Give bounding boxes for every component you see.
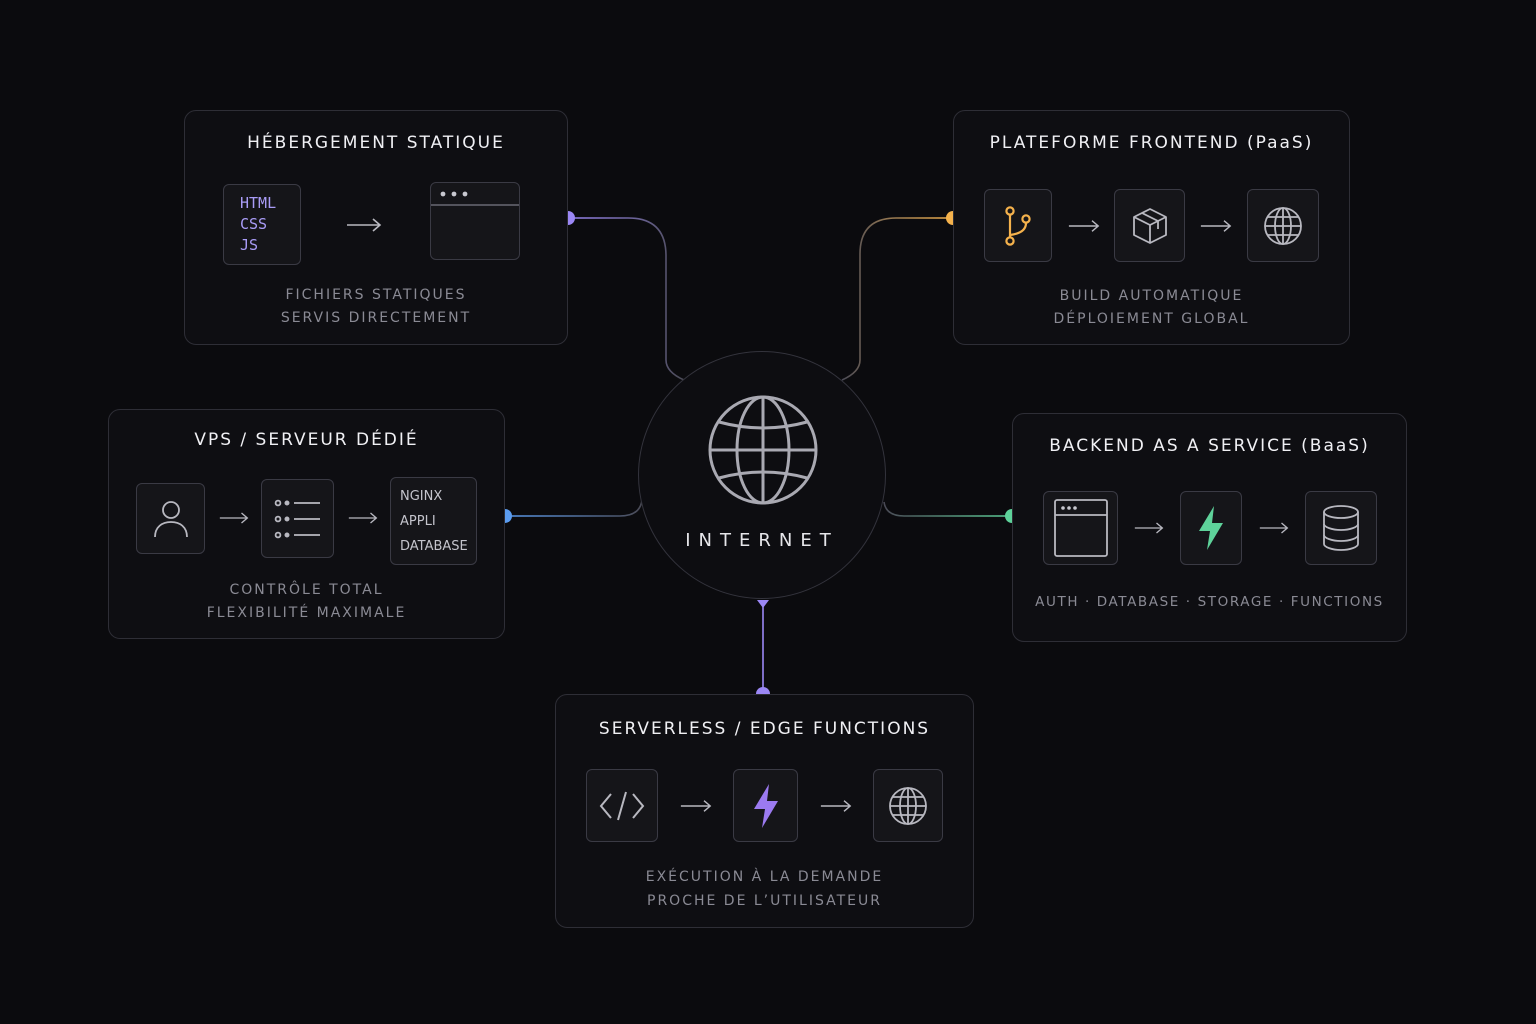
wire-serverless-arrowhead xyxy=(757,600,769,608)
arrow-right-icon xyxy=(820,800,852,812)
server-list-icon xyxy=(274,499,320,538)
static-hosting-subtitle: FICHIERS STATIQUES SERVIS DIRECTEMENT xyxy=(185,284,567,330)
vps-sub-line-1: CONTRÔLE TOTAL xyxy=(229,582,384,598)
wire-static xyxy=(568,217,685,381)
file-html: HTML xyxy=(240,194,277,212)
browser-window-icon xyxy=(1053,499,1108,557)
serverless-sub-line-2: PROCHE DE L’UTILISATEUR xyxy=(647,893,882,909)
code-icon xyxy=(599,791,645,820)
arrow-right-icon xyxy=(1134,522,1164,534)
user-icon xyxy=(153,500,188,537)
vps-subtitle: CONTRÔLE TOTAL FLEXIBILITÉ MAXIMALE xyxy=(109,579,504,625)
stack-nginx: NGINX xyxy=(400,488,443,504)
serverless-subtitle: EXÉCUTION À LA DEMANDE PROCHE DE L’UTILI… xyxy=(556,865,973,913)
vps-title: VPS / SERVEUR DÉDIÉ xyxy=(194,430,419,450)
file-css: CSS xyxy=(240,215,268,233)
arrow-right-icon xyxy=(347,218,382,232)
static-files-tile: HTML CSS JS xyxy=(223,184,301,265)
wire-vps xyxy=(505,499,643,517)
baas-database-tile xyxy=(1305,491,1377,565)
server-list-tile xyxy=(261,479,334,558)
git-branch-icon xyxy=(1005,205,1031,246)
globe-icon xyxy=(889,786,927,825)
stack-appli: APPLI xyxy=(400,513,436,529)
browser-window-tile xyxy=(430,182,520,260)
arrow-right-icon xyxy=(348,512,378,524)
user-tile xyxy=(136,483,205,554)
serverless-card: SERVERLESS / EDGE FUNCTIONS EXÉCUTION À … xyxy=(555,694,974,928)
serverless-globe-tile xyxy=(873,769,943,842)
globe-icon xyxy=(708,395,818,505)
frontend-paas-card: PLATEFORME FRONTEND (PaaS) BUILD AUTOMAT… xyxy=(953,110,1350,345)
paas-sub-line-2: DÉPLOIEMENT GLOBAL xyxy=(1053,311,1250,327)
code-tile xyxy=(586,769,658,842)
browser-window-icon xyxy=(431,191,519,206)
build-box-tile xyxy=(1114,189,1185,262)
global-tile xyxy=(1247,189,1319,262)
lightning-icon xyxy=(753,783,778,828)
arrow-right-icon xyxy=(680,800,712,812)
edge-function-tile xyxy=(733,769,798,842)
wire-paas xyxy=(841,217,953,381)
lightning-icon xyxy=(1199,506,1223,550)
arrow-right-icon xyxy=(219,512,249,524)
paas-sub-line-1: BUILD AUTOMATIQUE xyxy=(1059,288,1244,304)
wire-baas xyxy=(883,501,1012,517)
static-hosting-title: HÉBERGEMENT STATIQUE xyxy=(247,133,505,153)
arrow-right-icon xyxy=(1259,522,1289,534)
static-sub-line-1: FICHIERS STATIQUES xyxy=(285,287,467,303)
arrow-right-icon xyxy=(1200,220,1232,232)
file-js: JS xyxy=(240,236,259,254)
stack-tile: NGINX APPLI DATABASE xyxy=(390,477,477,565)
vps-sub-line-2: FLEXIBILITÉ MAXIMALE xyxy=(206,605,407,621)
static-hosting-card: HÉBERGEMENT STATIQUE HTML CSS JS FICHIER… xyxy=(184,110,568,345)
baas-browser-tile xyxy=(1043,491,1118,565)
internet-hub: INTERNET xyxy=(638,351,886,599)
database-icon xyxy=(1323,505,1359,551)
serverless-sub-line-1: EXÉCUTION À LA DEMANDE xyxy=(645,869,884,885)
static-sub-line-2: SERVIS DIRECTEMENT xyxy=(280,310,472,326)
internet-label: INTERNET xyxy=(685,530,839,551)
baas-card: BACKEND AS A SERVICE (BaaS) AUTH · DATAB… xyxy=(1012,413,1407,642)
baas-subtitle: AUTH · DATABASE · STORAGE · FUNCTIONS xyxy=(1035,594,1384,610)
baas-title: BACKEND AS A SERVICE (BaaS) xyxy=(1049,436,1370,456)
vps-card: VPS / SERVEUR DÉDIÉ NGINX APPLI DATABASE… xyxy=(108,409,505,639)
frontend-paas-title: PLATEFORME FRONTEND (PaaS) xyxy=(989,133,1314,153)
frontend-paas-subtitle: BUILD AUTOMATIQUE DÉPLOIEMENT GLOBAL xyxy=(954,285,1349,331)
stack-database: DATABASE xyxy=(400,538,468,554)
cube-icon xyxy=(1132,207,1167,244)
baas-functions-tile xyxy=(1180,491,1242,565)
git-branch-tile xyxy=(984,189,1052,262)
serverless-title: SERVERLESS / EDGE FUNCTIONS xyxy=(598,719,931,739)
globe-icon xyxy=(1264,206,1302,245)
arrow-right-icon xyxy=(1068,220,1100,232)
